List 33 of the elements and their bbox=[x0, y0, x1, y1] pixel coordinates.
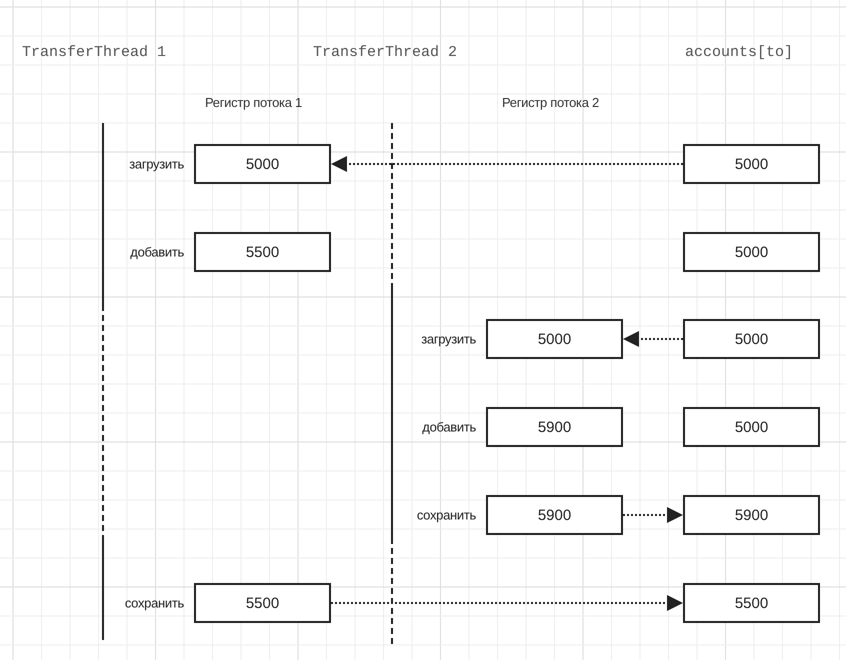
value-text: 5900 bbox=[538, 506, 572, 524]
data-transfer-arrow bbox=[331, 595, 683, 611]
value-text: 5500 bbox=[734, 594, 768, 612]
step-label: сохранить bbox=[416, 508, 476, 522]
data-transfer-arrow bbox=[331, 156, 683, 172]
data-transfer-arrow bbox=[623, 507, 683, 523]
memory-value-box bbox=[683, 495, 820, 535]
data-transfer-arrow bbox=[623, 331, 683, 347]
value-text: 5000 bbox=[734, 418, 768, 436]
value-text: 5500 bbox=[246, 244, 280, 260]
value-text: 5000 bbox=[538, 330, 572, 348]
step-label: сохранить bbox=[124, 596, 184, 610]
column-heading: Регистр потока 2 bbox=[502, 95, 599, 110]
value-text: 5000 bbox=[734, 244, 768, 260]
value-text: 5900 bbox=[538, 418, 572, 436]
value-text: 5500 bbox=[246, 594, 280, 612]
memory-heading: accounts[to] bbox=[685, 44, 794, 61]
memory-value-box bbox=[683, 144, 820, 184]
memory-value-box bbox=[683, 232, 820, 272]
thread-heading: TransferThread 1 bbox=[22, 44, 166, 61]
memory-value-box bbox=[683, 319, 820, 359]
value-text: 5000 bbox=[734, 330, 768, 348]
memory-value-box bbox=[683, 407, 820, 447]
thread-heading: TransferThread 2 bbox=[313, 44, 458, 61]
step-label: загрузить bbox=[421, 332, 476, 346]
memory-value-box bbox=[683, 583, 820, 623]
value-text: 5000 bbox=[734, 156, 768, 172]
step-label: добавить bbox=[422, 420, 476, 434]
step-label: загрузить bbox=[129, 156, 184, 172]
step-label: добавить bbox=[130, 244, 184, 260]
value-text: 5000 bbox=[246, 156, 280, 172]
value-text: 5900 bbox=[734, 506, 768, 524]
column-heading: Регистр потока 1 bbox=[205, 95, 302, 110]
